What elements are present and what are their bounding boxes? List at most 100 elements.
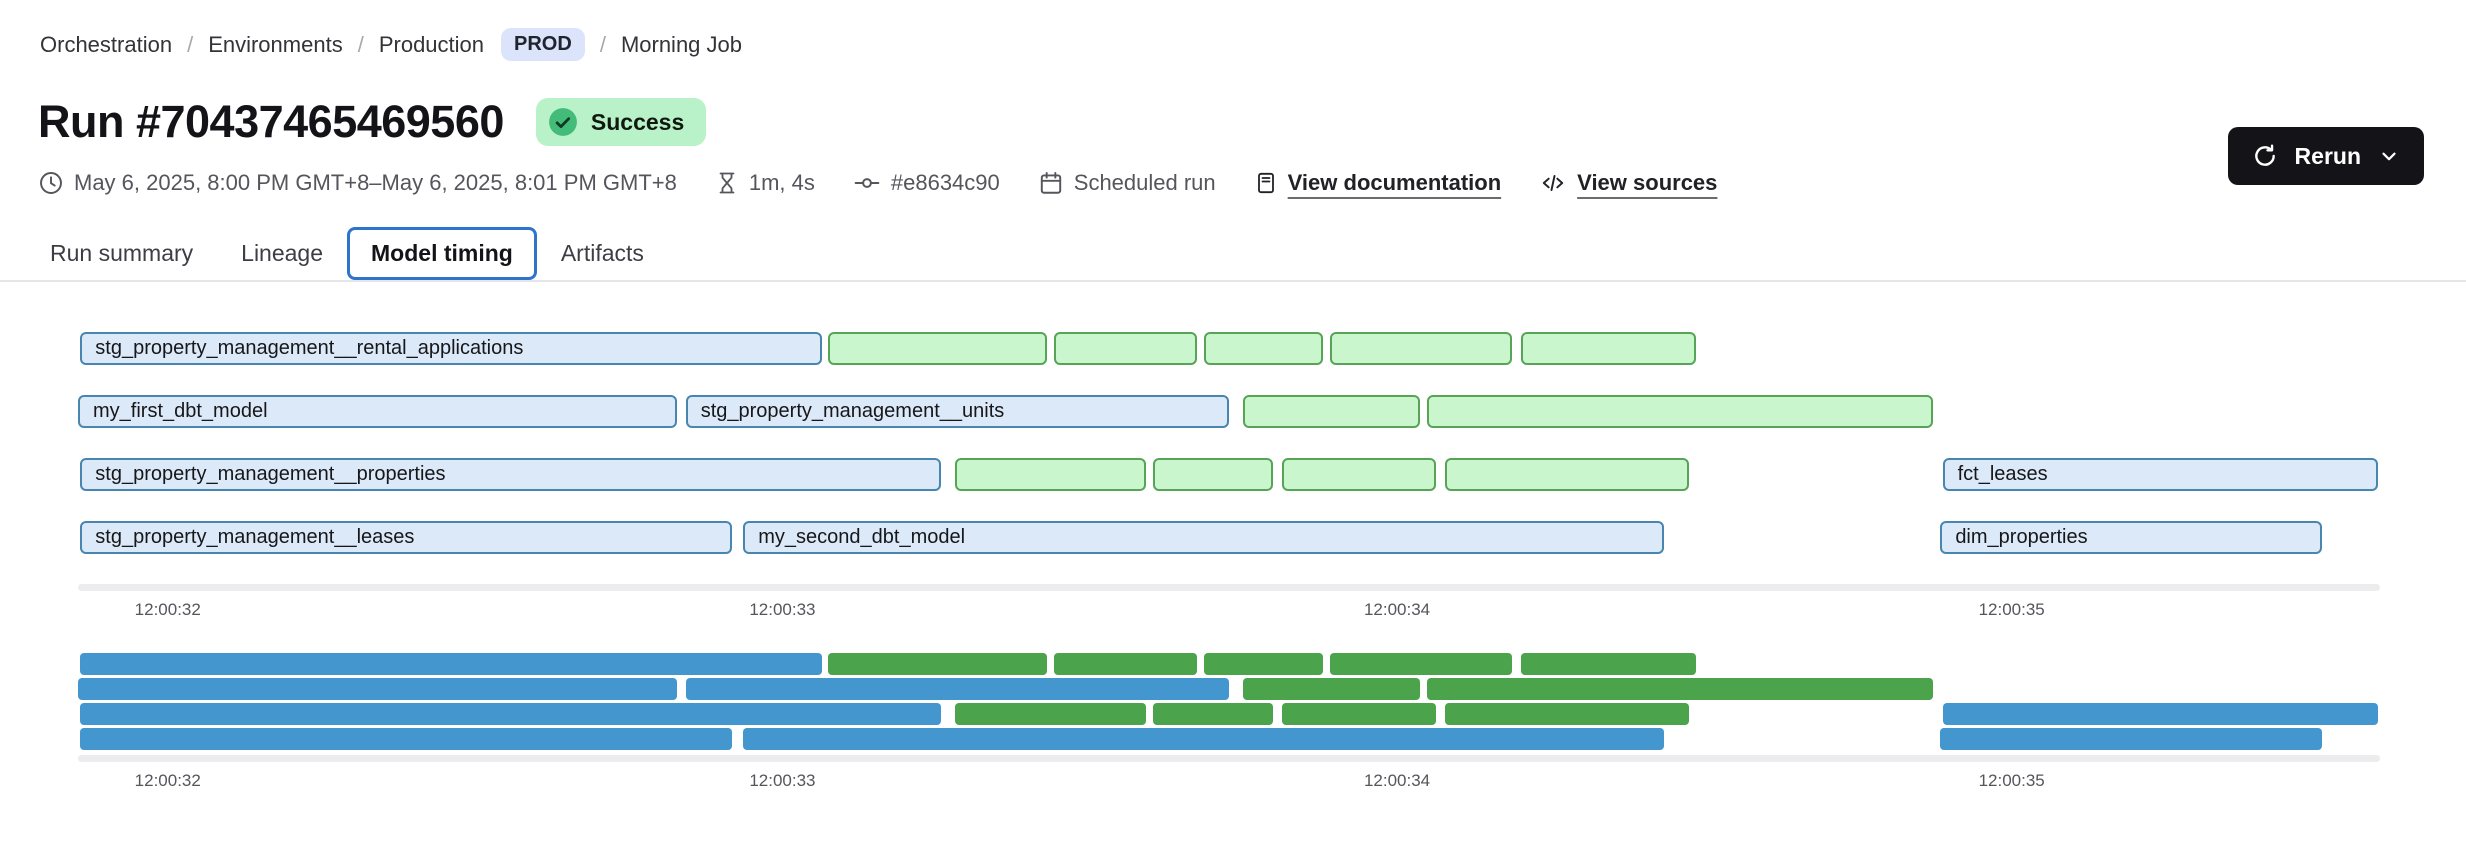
tab-model-timing[interactable]: Model timing <box>347 226 537 280</box>
status-badge-label: Success <box>590 108 685 135</box>
gantt-bar[interactable] <box>1281 458 1437 491</box>
rerun-button-label: Rerun <box>2294 142 2361 169</box>
minimap-bar-stg_property_management__units[interactable] <box>685 678 1229 700</box>
axis-tick: 12:00:32 <box>134 771 201 790</box>
tab-bar: Run summary Lineage Model timing Artifac… <box>0 226 2466 282</box>
minimap-scrollbar-track[interactable] <box>78 755 2380 762</box>
minimap-bar-stg_property_management__properties[interactable] <box>80 703 942 725</box>
gantt-bar[interactable] <box>1330 332 1513 365</box>
breadcrumb-production[interactable]: Production <box>378 31 485 57</box>
gantt-bar-my_second_dbt_model[interactable]: my_second_dbt_model <box>743 521 1665 554</box>
calendar-icon <box>1040 172 1061 194</box>
axis-tick: 12:00:32 <box>134 600 201 619</box>
minimap-bar[interactable] <box>1203 653 1324 675</box>
gantt-bar[interactable] <box>828 332 1048 365</box>
view-sources-link[interactable]: View sources <box>1539 170 1717 196</box>
gantt-bar-stg_property_management__properties[interactable]: stg_property_management__properties <box>80 458 942 491</box>
code-icon <box>1542 174 1564 192</box>
breadcrumb-environments[interactable]: Environments <box>208 31 343 57</box>
minimap-bar-stg_property_management__leases[interactable] <box>80 728 732 750</box>
gantt-bar[interactable] <box>1426 395 1934 428</box>
minimap-bar-stg_property_management__rental_applications[interactable] <box>80 653 822 675</box>
view-documentation-link[interactable]: View documentation <box>1254 170 1502 196</box>
tab-run-summary[interactable]: Run summary <box>50 239 194 266</box>
gantt-bar-stg_property_management__units[interactable]: stg_property_management__units <box>685 395 1229 428</box>
minimap-row <box>78 678 2380 700</box>
minimap-bar[interactable] <box>1445 703 1690 725</box>
scrollbar-track[interactable] <box>78 584 2380 591</box>
clock-icon <box>40 172 62 194</box>
breadcrumb-orchestration[interactable]: Orchestration <box>40 31 173 57</box>
axis-tick: 12:00:35 <box>1978 771 2045 790</box>
gantt-bar[interactable] <box>1445 458 1690 491</box>
meta-duration: 1m, 4s <box>715 170 815 196</box>
prod-badge: PROD <box>501 28 585 61</box>
gantt-bar-my_first_dbt_model[interactable]: my_first_dbt_model <box>78 395 677 428</box>
meta-time-range: May 6, 2025, 8:00 PM GMT+8–May 6, 2025, … <box>38 170 677 196</box>
tab-artifacts[interactable]: Artifacts <box>560 239 644 266</box>
minimap-bar[interactable] <box>1330 653 1513 675</box>
refresh-icon <box>2254 144 2275 166</box>
minimap-bar-dim_properties[interactable] <box>1940 728 2323 750</box>
gantt-bar[interactable] <box>1242 395 1421 428</box>
hourglass-icon <box>719 172 735 194</box>
status-badge: Success <box>535 98 707 146</box>
minimap-bar-my_second_dbt_model[interactable] <box>743 728 1665 750</box>
gantt-row: my_first_dbt_model stg_property_managemen… <box>78 395 2380 428</box>
minimap-bar[interactable] <box>1521 653 1697 675</box>
minimap-rows <box>78 653 2380 750</box>
meta-commit: #e8634c90 <box>853 170 1000 196</box>
minimap-bar[interactable] <box>1426 678 1934 700</box>
document-icon <box>1257 172 1274 194</box>
meta-duration-text: 1m, 4s <box>748 170 815 195</box>
minimap-bar-my_first_dbt_model[interactable] <box>78 678 677 700</box>
gantt-bar-label: stg_property_management__units <box>700 400 1005 422</box>
meta-commit-text: #e8634c90 <box>890 170 1000 195</box>
chevron-down-icon <box>2382 152 2396 161</box>
gantt-bar-stg_property_management__leases[interactable]: stg_property_management__leases <box>80 521 732 554</box>
breadcrumb-morning-job[interactable]: Morning Job <box>620 31 743 57</box>
meta-time-range-text: May 6, 2025, 8:00 PM GMT+8–May 6, 2025, … <box>74 170 677 195</box>
rerun-button[interactable]: Rerun <box>2227 127 2424 185</box>
axis-tick: 12:00:34 <box>1363 771 1431 790</box>
model-timing-chart: stg_property_management__rental_applicat… <box>78 332 2380 624</box>
minimap-bar[interactable] <box>828 653 1048 675</box>
minimap-bar[interactable] <box>1242 678 1421 700</box>
gantt-bar-stg_property_management__rental_applications[interactable]: stg_property_management__rental_applicat… <box>80 332 822 365</box>
gantt-bar-label: stg_property_management__leases <box>95 526 415 548</box>
gantt-bar[interactable] <box>1153 458 1273 491</box>
meta-trigger-text: Scheduled run <box>1073 170 1216 195</box>
minimap-bar[interactable] <box>1281 703 1437 725</box>
gantt-bar-fct_leases[interactable]: fct_leases <box>1942 458 2378 491</box>
axis-tick: 12:00:33 <box>749 600 816 619</box>
minimap-row <box>78 653 2380 675</box>
minimap-bar[interactable] <box>955 703 1147 725</box>
gantt-bar[interactable] <box>1203 332 1324 365</box>
axis-tick: 12:00:34 <box>1363 600 1431 619</box>
minimap-bar[interactable] <box>1153 703 1273 725</box>
timing-minimap[interactable]: 12:00:32 12:00:33 12:00:34 12:00:35 <box>78 653 2380 795</box>
gantt-bar[interactable] <box>1054 332 1197 365</box>
minimap-time-axis: 12:00:32 12:00:33 12:00:34 12:00:35 <box>78 771 2380 795</box>
tab-lineage[interactable]: Lineage <box>241 239 324 266</box>
gantt-bar[interactable] <box>955 458 1147 491</box>
run-meta-row: May 6, 2025, 8:00 PM GMT+8–May 6, 2025, … <box>38 170 1717 196</box>
check-circle-icon <box>548 108 577 136</box>
breadcrumb-separator: / <box>599 31 606 57</box>
gantt-bar-label: stg_property_management__rental_applicat… <box>95 337 524 359</box>
gantt-bar-label: my_second_dbt_model <box>758 526 966 548</box>
meta-trigger: Scheduled run <box>1038 170 1216 196</box>
gantt-bar-label: stg_property_management__properties <box>95 463 446 485</box>
axis-tick: 12:00:33 <box>749 771 816 790</box>
page-title: Run #70437465469560 <box>38 96 504 147</box>
gantt-bar-dim_properties[interactable]: dim_properties <box>1940 521 2323 554</box>
view-sources-label: View sources <box>1577 170 1718 195</box>
gantt-bar-label: fct_leases <box>1957 463 2048 485</box>
minimap-bar-fct_leases[interactable] <box>1942 703 2378 725</box>
gantt-bar[interactable] <box>1521 332 1697 365</box>
view-documentation-label: View documentation <box>1287 170 1502 195</box>
minimap-bar[interactable] <box>1054 653 1197 675</box>
gantt-row: stg_property_management__rental_applicat… <box>78 332 2380 365</box>
